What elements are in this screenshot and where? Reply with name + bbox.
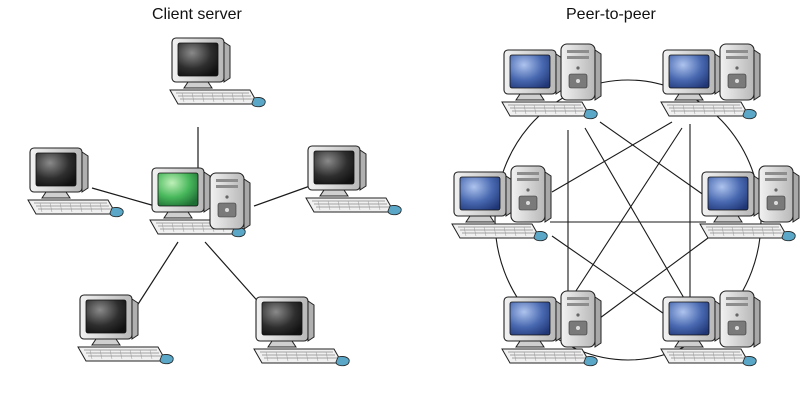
server-computer [149, 167, 251, 238]
peer-to-peer-title: Peer-to-peer [566, 6, 656, 23]
link-peer-top-right-mid-left [551, 121, 673, 193]
link-peer-top-left-mid-right [599, 121, 709, 199]
peer-computer-mid-left [452, 166, 551, 241]
client-server-title: Client server [152, 6, 242, 23]
link-server-client-bottom-left [132, 241, 179, 313]
client-computer-top [170, 38, 265, 107]
client-server-diagram [28, 38, 401, 366]
peer-computer-mid-right [700, 166, 799, 241]
peer-computer-bottom-left [502, 291, 601, 366]
client-computer-left [28, 148, 123, 217]
link-peer-top-right-bottom-left [569, 127, 683, 301]
peer-links [494, 79, 762, 361]
peer-computer-top-left [502, 44, 601, 119]
link-server-client-left [91, 187, 156, 207]
link-server-client-bottom-right [204, 241, 263, 307]
client-server-links [91, 127, 311, 313]
link-peer-mid-left-bottom-right [551, 235, 671, 319]
client-computer-bottom-right [254, 297, 349, 366]
link-peer-mid-right-bottom-left [599, 237, 709, 319]
peer-to-peer-diagram [452, 44, 799, 366]
link-peer-top-left-bottom-right [584, 127, 689, 306]
link-server-client-right [253, 185, 311, 207]
client-computer-right [306, 146, 401, 215]
client-computer-bottom-left [78, 295, 173, 364]
peer-computer-top-right [661, 44, 760, 119]
peer-computer-bottom-right [661, 291, 760, 366]
